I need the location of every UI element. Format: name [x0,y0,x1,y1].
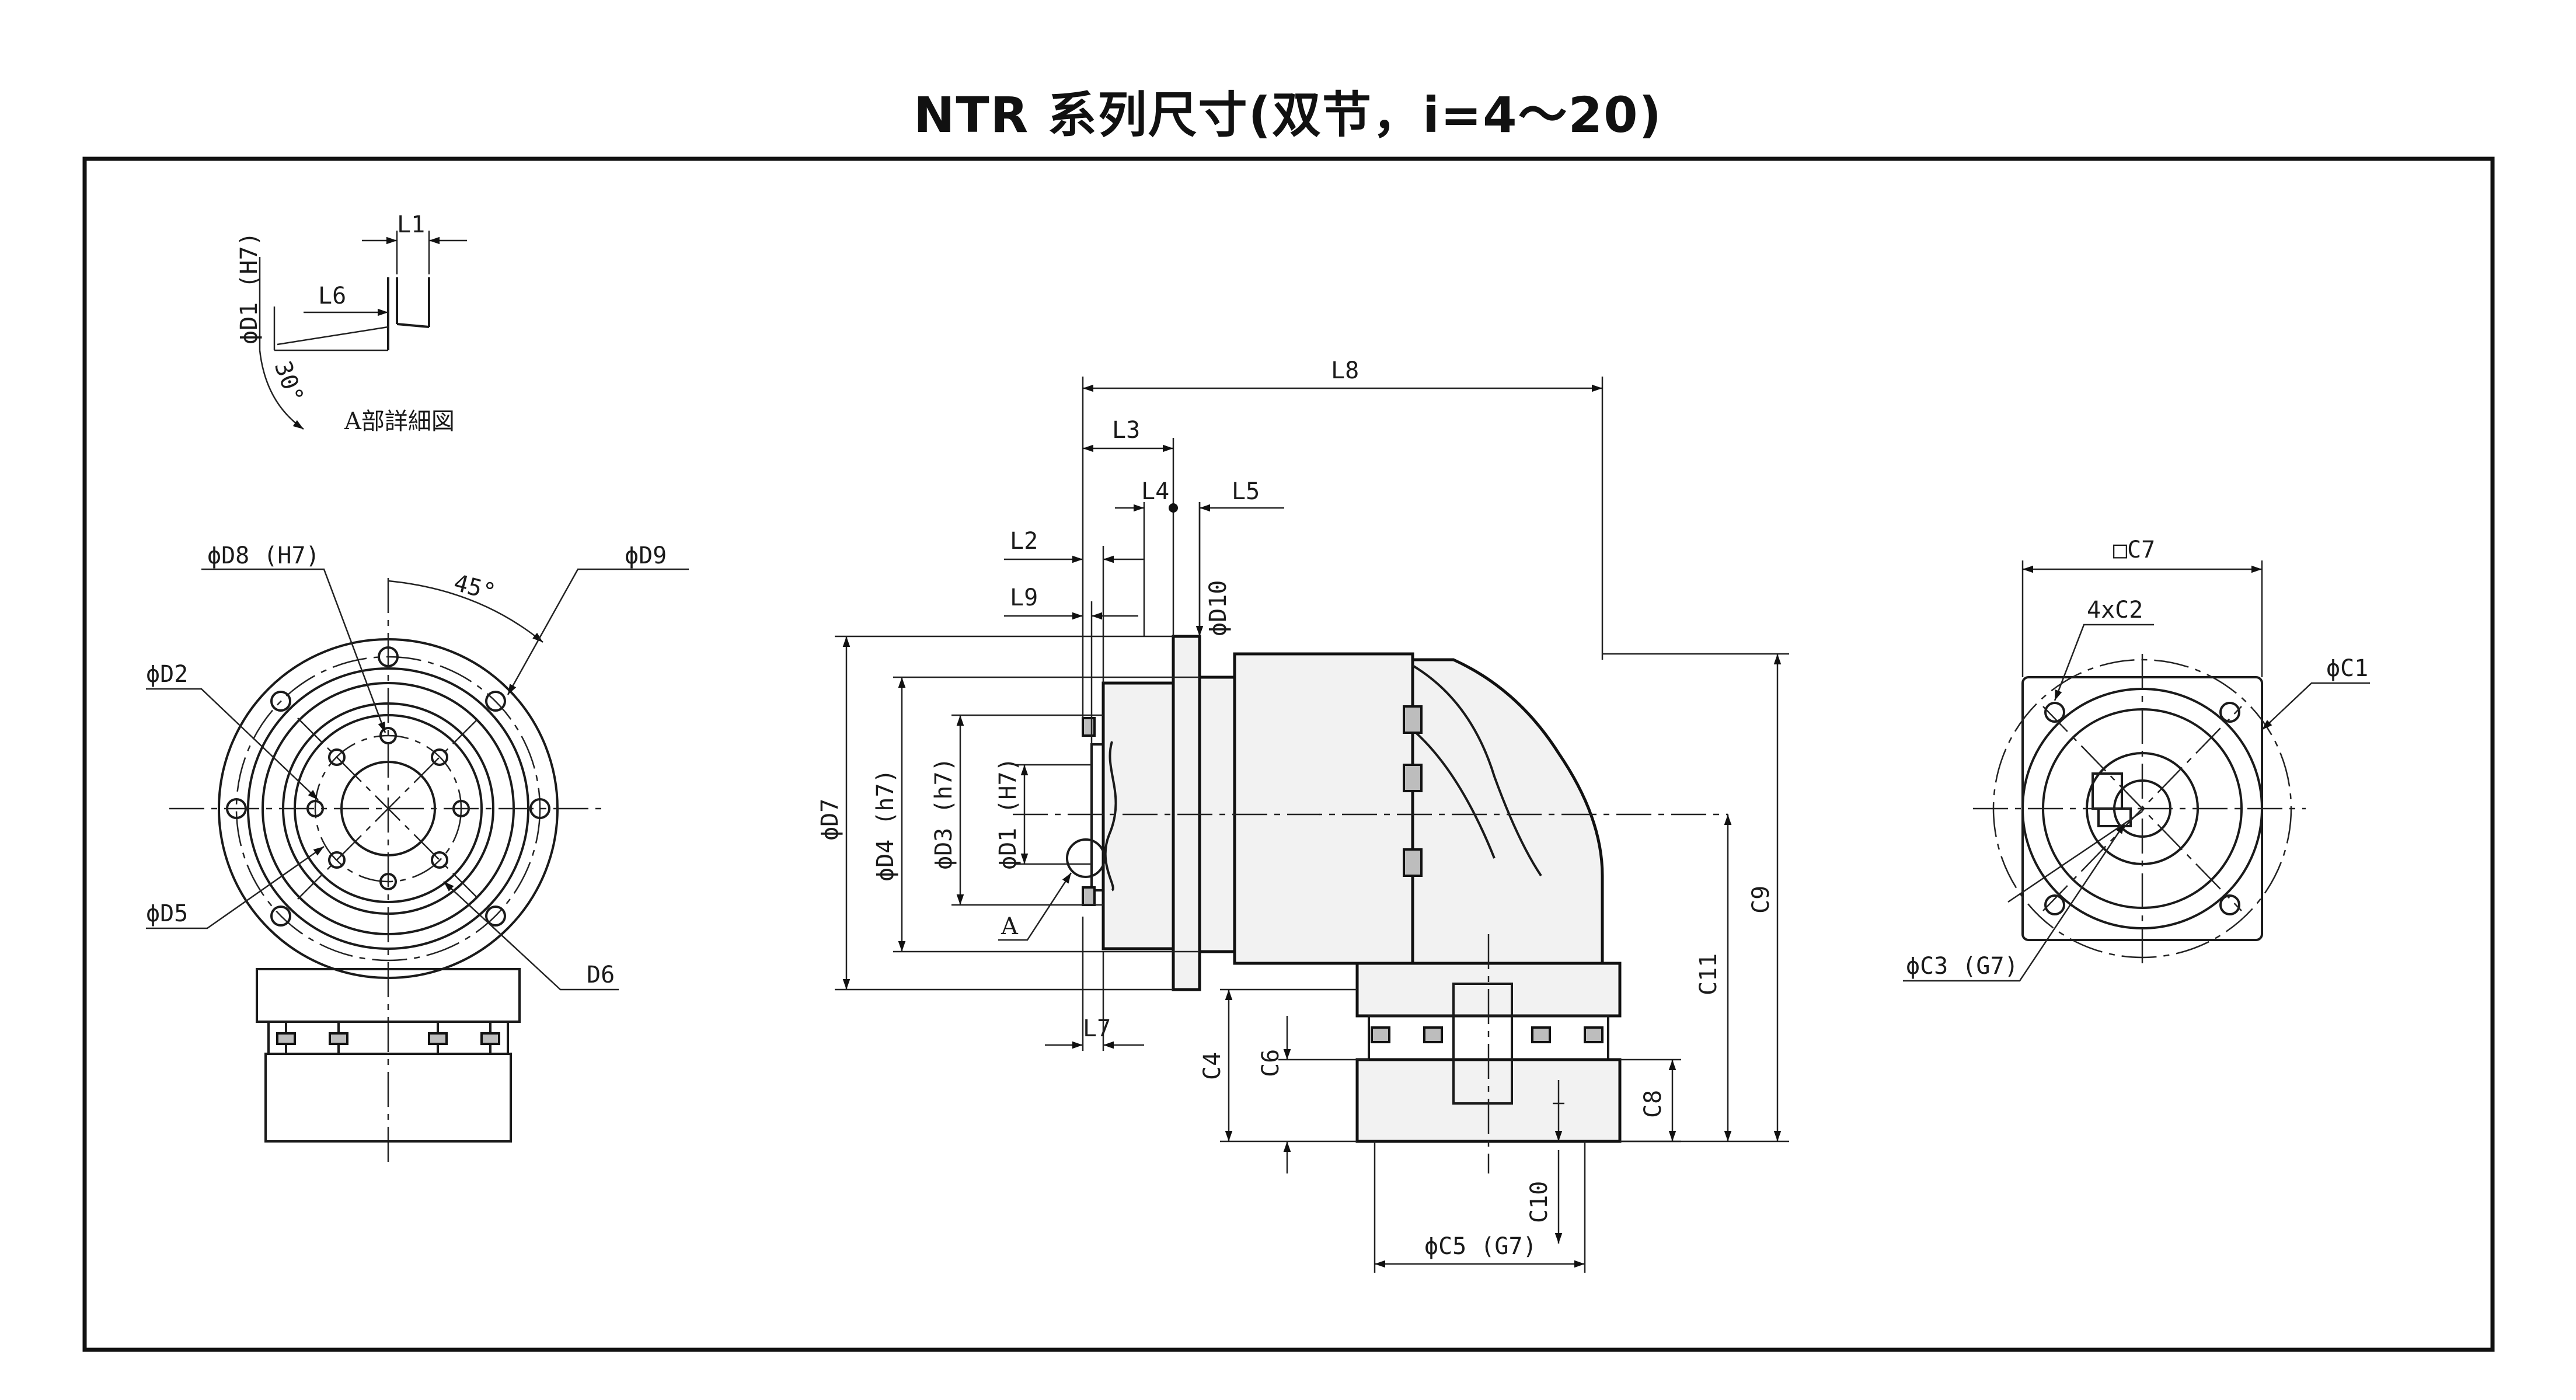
side-detail-a-label: A [1001,913,1019,940]
side-d4-label: ϕD4 (h7) [872,769,899,882]
rear-bolt-holes [2044,702,2240,915]
side-c4-label: C4 [1199,1052,1226,1080]
side-l7-label: L7 [1083,1015,1111,1042]
front-view: 45° ϕD8 (H7) ϕD9 ϕD2 ϕD5 D6 [146,542,689,1168]
side-d7-label: ϕD7 [817,799,843,841]
rear-c2-label: 4xC2 [2087,597,2143,624]
drawing-title: NTR 系列尺寸(双节，i=4〜20) [914,86,1662,144]
front-d2-label: ϕD2 [146,661,188,688]
side-l5-label: L5 [1232,478,1260,505]
detail-view-a: L1 L6 ϕD1 (H7) 30° A部詳細図 [236,211,467,435]
rear-c1-label: ϕC1 [2326,655,2368,682]
side-d1-label: ϕD1 (H7) [995,757,1022,870]
rear-c3-label: ϕC3 (G7) [1906,953,2019,980]
side-c9-label: C9 [1748,886,1775,914]
side-l4-label: L4 [1141,478,1169,505]
side-l2-label: L2 [1010,528,1038,555]
detail-l6-label: L6 [318,283,346,309]
front-d8-label: ϕD8 (H7) [207,542,320,569]
side-d3-label: ϕD3 (h7) [930,757,957,870]
detail-caption: A部詳細図 [344,408,455,435]
side-d10-label: ϕD10 [1205,580,1232,636]
side-l9-label: L9 [1010,584,1038,611]
detail-d1-label: ϕD1 (H7) [236,232,263,344]
side-c10-label: C10 [1526,1181,1553,1223]
side-l3-label: L3 [1112,417,1140,444]
side-c11-label: C11 [1695,953,1722,995]
detail-l1-label: L1 [397,211,425,238]
front-d5-label: ϕD5 [146,900,188,927]
side-c5-label: ϕC5 (G7) [1424,1233,1537,1260]
front-d6-label: D6 [587,962,615,988]
side-c8-label: C8 [1640,1090,1667,1118]
side-l8-label: L8 [1331,357,1359,384]
front-d9-label: ϕD9 [625,542,667,569]
front-angle-label: 45° [451,569,499,606]
side-view: L8 L3 L4 L5 L2 L9 ϕD10 ϕD7 ϕD4 (h [817,357,1789,1273]
rear-view: □C7 4xC2 ϕC1 ϕC3 (G7) [1903,537,2370,982]
drawing-frame [82,156,2495,1352]
rear-c7-label: □C7 [2113,537,2155,563]
side-c6-label: C6 [1257,1049,1284,1077]
